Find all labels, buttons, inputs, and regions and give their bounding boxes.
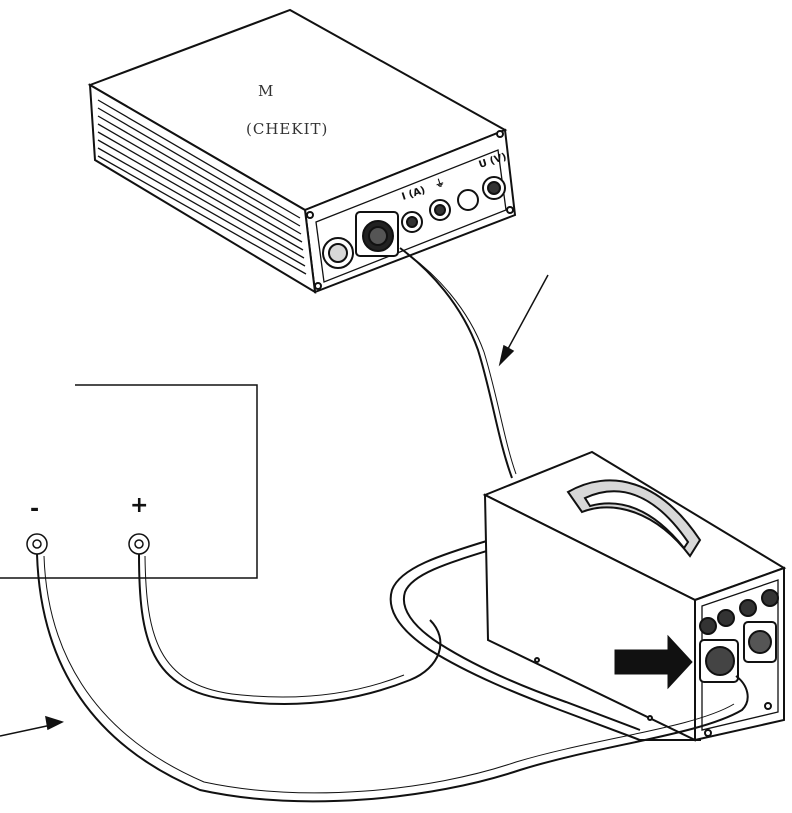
main-connector-ring <box>368 226 388 246</box>
minus-terminal[interactable] <box>26 533 48 555</box>
plus-label: + <box>130 493 148 518</box>
screw-icon <box>314 282 322 290</box>
sensor-aux-connector-plug <box>748 630 772 654</box>
power-supply <box>0 384 258 579</box>
power-knob-inner <box>328 243 348 263</box>
sensor-box <box>482 450 787 742</box>
minus-label: - <box>30 497 39 522</box>
voltage-jack-hole <box>487 181 501 195</box>
screw-icon <box>704 729 712 737</box>
minus-cable-shadow <box>43 555 735 794</box>
device-brand: (CHEKIT) <box>246 120 328 138</box>
screw-icon <box>647 715 653 721</box>
minus-cable <box>36 553 749 803</box>
tray-inner-line <box>402 549 641 731</box>
plus-cable-shadow <box>144 555 405 698</box>
sensor-jack[interactable] <box>761 589 779 607</box>
cable-pointer-arrow <box>498 274 549 367</box>
sensor-jack[interactable] <box>739 599 757 617</box>
power-supply-outline <box>0 384 258 579</box>
device-logo: M <box>258 82 274 100</box>
ground-cable-pointer-arrow <box>0 715 64 737</box>
indicator-lamp <box>457 189 479 211</box>
minus-terminal-inner <box>32 539 42 549</box>
sensor-handle-slot <box>583 490 690 550</box>
plus-terminal[interactable] <box>128 533 150 555</box>
signal-cable <box>399 247 513 479</box>
sensor-jack[interactable] <box>699 617 717 635</box>
current-jack-hole <box>406 216 418 228</box>
cooling-fins <box>97 99 307 275</box>
screw-icon <box>534 657 540 663</box>
screw-icon <box>506 206 514 214</box>
plus-terminal-inner <box>134 539 144 549</box>
signal-cable-shadow <box>404 251 517 475</box>
screw-icon <box>496 130 504 138</box>
connector-pointer-arrow <box>614 634 693 690</box>
plus-cable <box>138 553 442 705</box>
ground-jack-hole <box>434 204 446 216</box>
screw-icon <box>764 702 772 710</box>
label-ground: ⏚ <box>433 176 446 191</box>
sensor-main-connector-plug <box>705 646 735 676</box>
sensor-jack[interactable] <box>717 609 735 627</box>
measuring-device <box>87 8 517 294</box>
screw-icon <box>306 211 314 219</box>
